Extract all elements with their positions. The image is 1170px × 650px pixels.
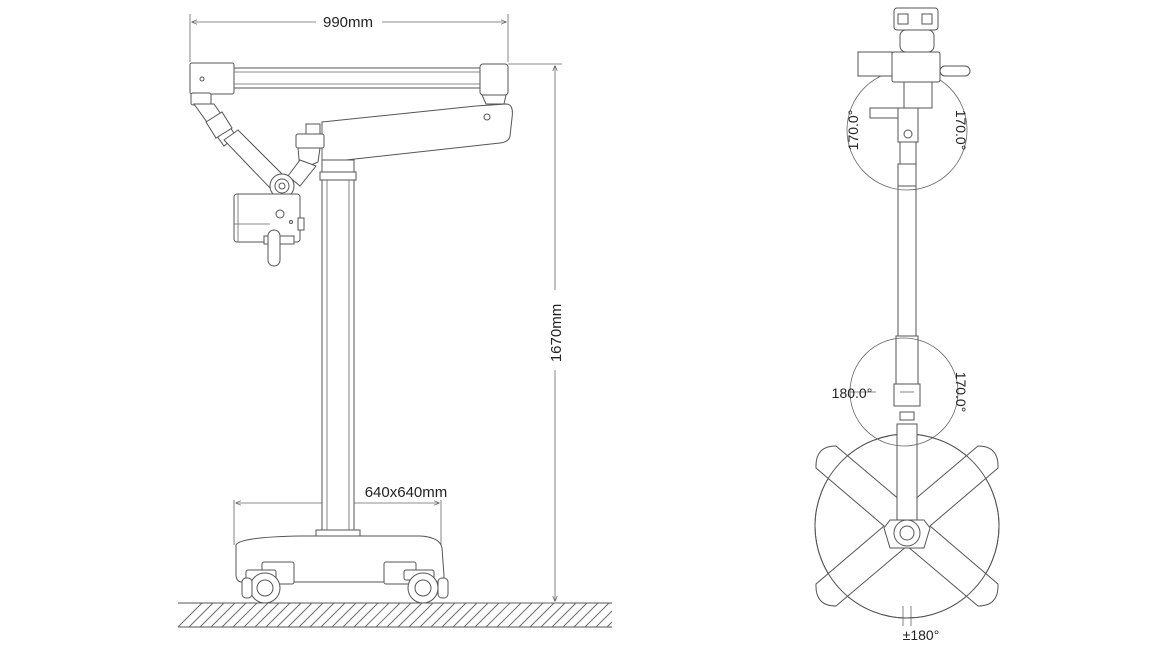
floor-hatch-line xyxy=(210,602,236,628)
angle-upper-right-label: 170.0° xyxy=(953,110,969,151)
floor-hatch-line xyxy=(430,602,456,628)
side-view: 990mm 1670mm 640x640mm xyxy=(177,14,613,628)
floor-hatch-line xyxy=(507,602,533,628)
floor-hatch-line xyxy=(584,602,610,628)
floor-hatch-line xyxy=(518,602,544,628)
base-rotation-dimension: ±180° xyxy=(902,606,940,643)
floor-hatching xyxy=(177,602,613,628)
floor-hatch-line xyxy=(397,602,423,628)
floor-hatch-line xyxy=(573,602,599,628)
floor-hatch-line xyxy=(177,602,203,628)
floor-hatch-line xyxy=(309,602,335,628)
floor-hatch-line xyxy=(529,602,555,628)
angle-middle-right-label: 170.0° xyxy=(953,372,969,413)
floor-hatch-line xyxy=(562,602,588,628)
floor-hatch-line xyxy=(287,602,313,628)
floor-hatch-line xyxy=(551,602,577,628)
floor-hatch-line xyxy=(342,602,368,628)
floor-hatch-line xyxy=(353,602,379,628)
floor-hatch-line xyxy=(595,610,613,628)
middle-rotation: 180.0° 170.0° xyxy=(832,337,969,447)
floor-hatch-line xyxy=(276,602,302,628)
floor-hatch-line xyxy=(221,602,247,628)
floor-hatch-line xyxy=(188,602,214,628)
angle-middle-left-label: 180.0° xyxy=(832,385,873,401)
floor-hatch-line xyxy=(265,602,291,628)
floor-hatch-line xyxy=(375,602,401,628)
floor-hatch-line xyxy=(485,602,511,628)
floor-hatch-line xyxy=(463,602,489,628)
support-arm xyxy=(321,103,513,161)
column xyxy=(315,159,361,537)
floor-hatch-line xyxy=(606,621,613,628)
floor-hatch-line xyxy=(452,602,478,628)
microscope-arm xyxy=(190,92,325,199)
floor-hatch-line xyxy=(364,602,390,628)
floor-hatch-line xyxy=(320,602,346,628)
floor xyxy=(177,602,613,628)
floor-hatch-line xyxy=(254,602,280,628)
base-label: 640x640mm xyxy=(365,484,448,501)
angle-base-label: ±180° xyxy=(903,627,940,643)
microscope-head xyxy=(233,193,305,267)
floor-hatch-line xyxy=(331,602,357,628)
floor-hatch-line xyxy=(419,602,445,628)
top-view: ±180° 180.0° 170.0° 170.0° 170.0° xyxy=(814,7,1000,643)
floor-hatch-line xyxy=(243,602,269,628)
floor-hatch-line xyxy=(298,602,324,628)
horizontal-arm xyxy=(189,62,509,105)
floor-hatch-line xyxy=(232,602,258,628)
width-dimension: 990mm xyxy=(189,14,509,62)
floor-hatch-line xyxy=(408,602,434,628)
floor-hatch-line xyxy=(496,602,522,628)
floor-hatch-line xyxy=(474,602,500,628)
floor-hatch-line xyxy=(540,602,566,628)
caster-right xyxy=(403,569,449,604)
floor-hatch-line xyxy=(386,602,412,628)
floor-hatch-line xyxy=(199,602,225,628)
height-dimension: 1670mm xyxy=(450,63,565,604)
width-label: 990mm xyxy=(323,14,373,31)
height-label: 1670mm xyxy=(548,304,565,362)
top-microscope xyxy=(857,7,971,187)
caster-left xyxy=(241,569,281,604)
base-dimension: 640x640mm xyxy=(233,484,448,545)
floor-hatch-line xyxy=(441,602,467,628)
angle-upper-left-label: 170.0° xyxy=(845,110,861,151)
